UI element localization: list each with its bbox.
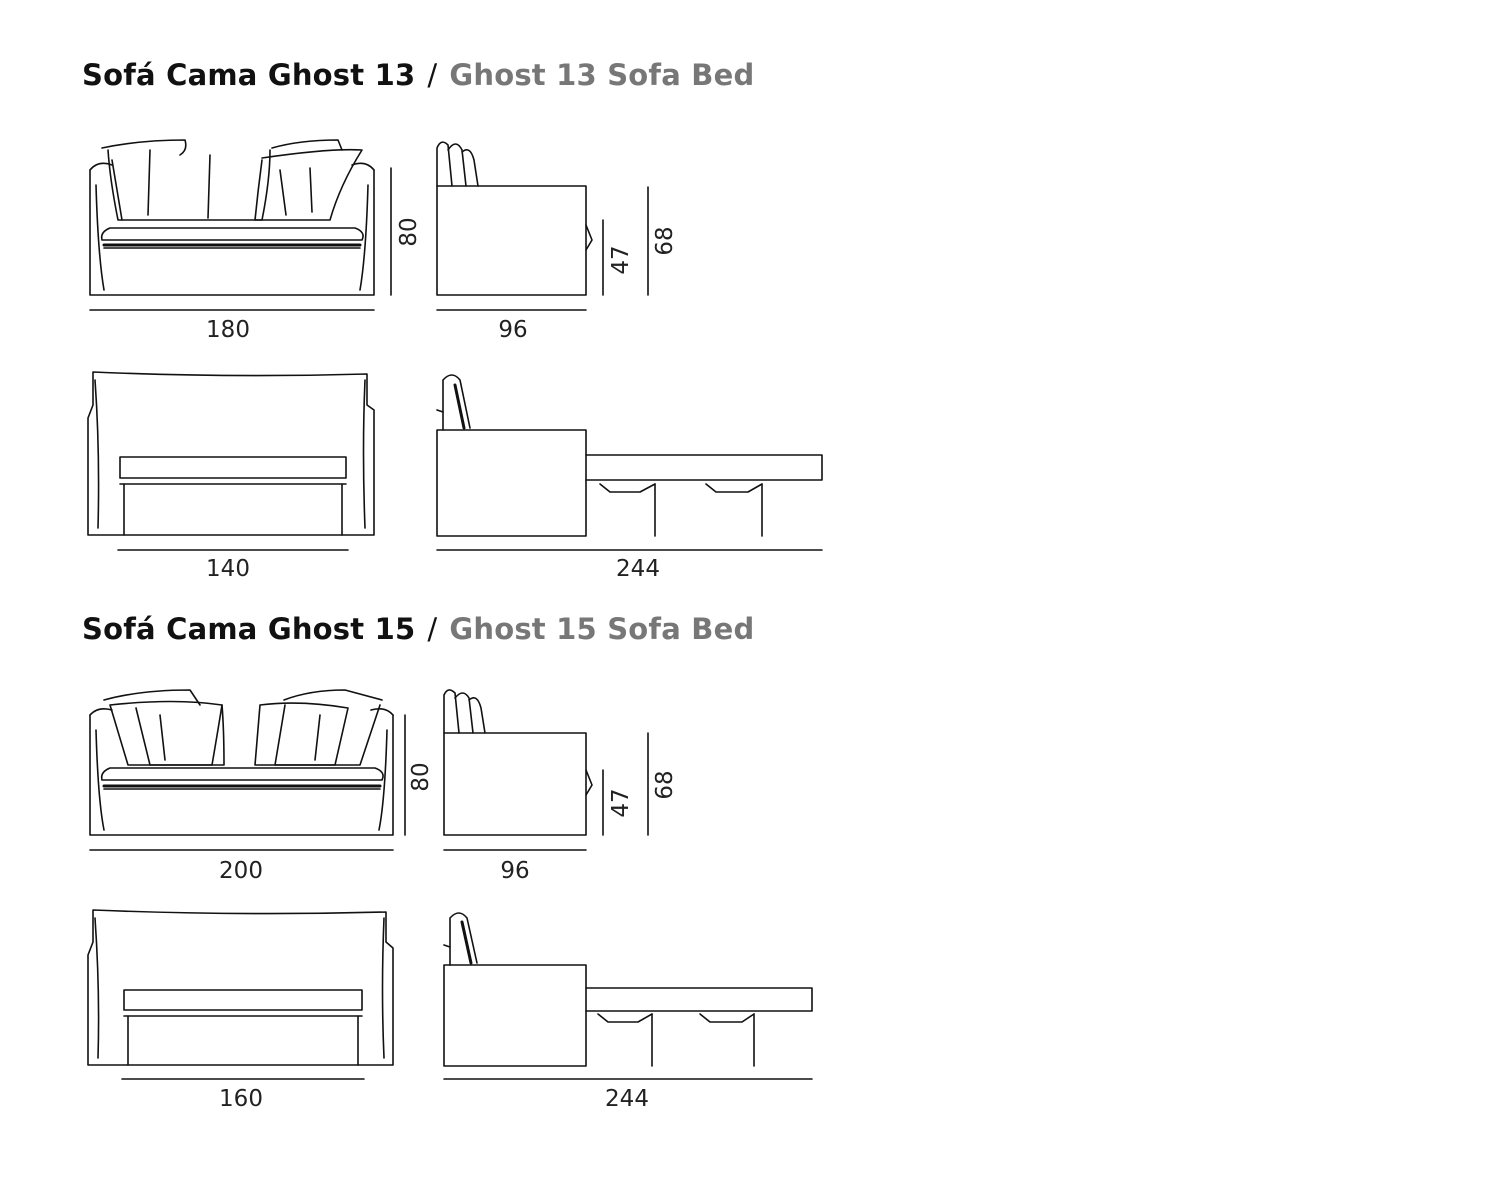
dim-label-arm-height: 68 <box>652 226 678 256</box>
dim-label-bed-width: 160 <box>219 1086 263 1112</box>
ghost15-bed-front-view <box>87 909 394 1066</box>
dim-label-bed-length: 244 <box>616 556 660 582</box>
title-spanish: Sofá Cama Ghost 15 <box>82 612 416 646</box>
section-title-ghost-13: Sofá Cama Ghost 13 / Ghost 13 Sofa Bed <box>82 58 754 92</box>
dim-label-side-depth: 96 <box>498 317 528 343</box>
dim-label-front-height: 80 <box>396 217 422 247</box>
dim-label-front-width: 180 <box>206 317 250 343</box>
dim-label-side-depth: 96 <box>500 858 530 884</box>
ghost15-front-view <box>89 689 394 836</box>
section-title-ghost-15: Sofá Cama Ghost 15 / Ghost 15 Sofa Bed <box>82 612 754 646</box>
ghost13-side-view <box>436 141 593 296</box>
dim-label-front-width: 200 <box>219 858 263 884</box>
ghost13-bed-side-view <box>436 374 823 537</box>
dim-label-arm-height: 68 <box>652 770 678 800</box>
ghost13-front-view <box>89 139 375 296</box>
dim-label-seat-height: 47 <box>608 245 634 275</box>
title-separator: / <box>427 612 438 646</box>
ghost13-bed-front-view <box>87 371 375 536</box>
dim-label-bed-width: 140 <box>206 556 250 582</box>
title-english: Ghost 13 Sofa Bed <box>449 58 755 92</box>
title-spanish: Sofá Cama Ghost 13 <box>82 58 416 92</box>
dim-label-bed-length: 244 <box>605 1086 649 1112</box>
title-english: Ghost 15 Sofa Bed <box>449 612 755 646</box>
dim-label-front-height: 80 <box>408 762 434 792</box>
ghost15-side-view <box>443 689 593 836</box>
dim-label-seat-height: 47 <box>608 788 634 818</box>
title-separator: / <box>427 58 438 92</box>
ghost15-bed-side-view <box>443 912 813 1067</box>
